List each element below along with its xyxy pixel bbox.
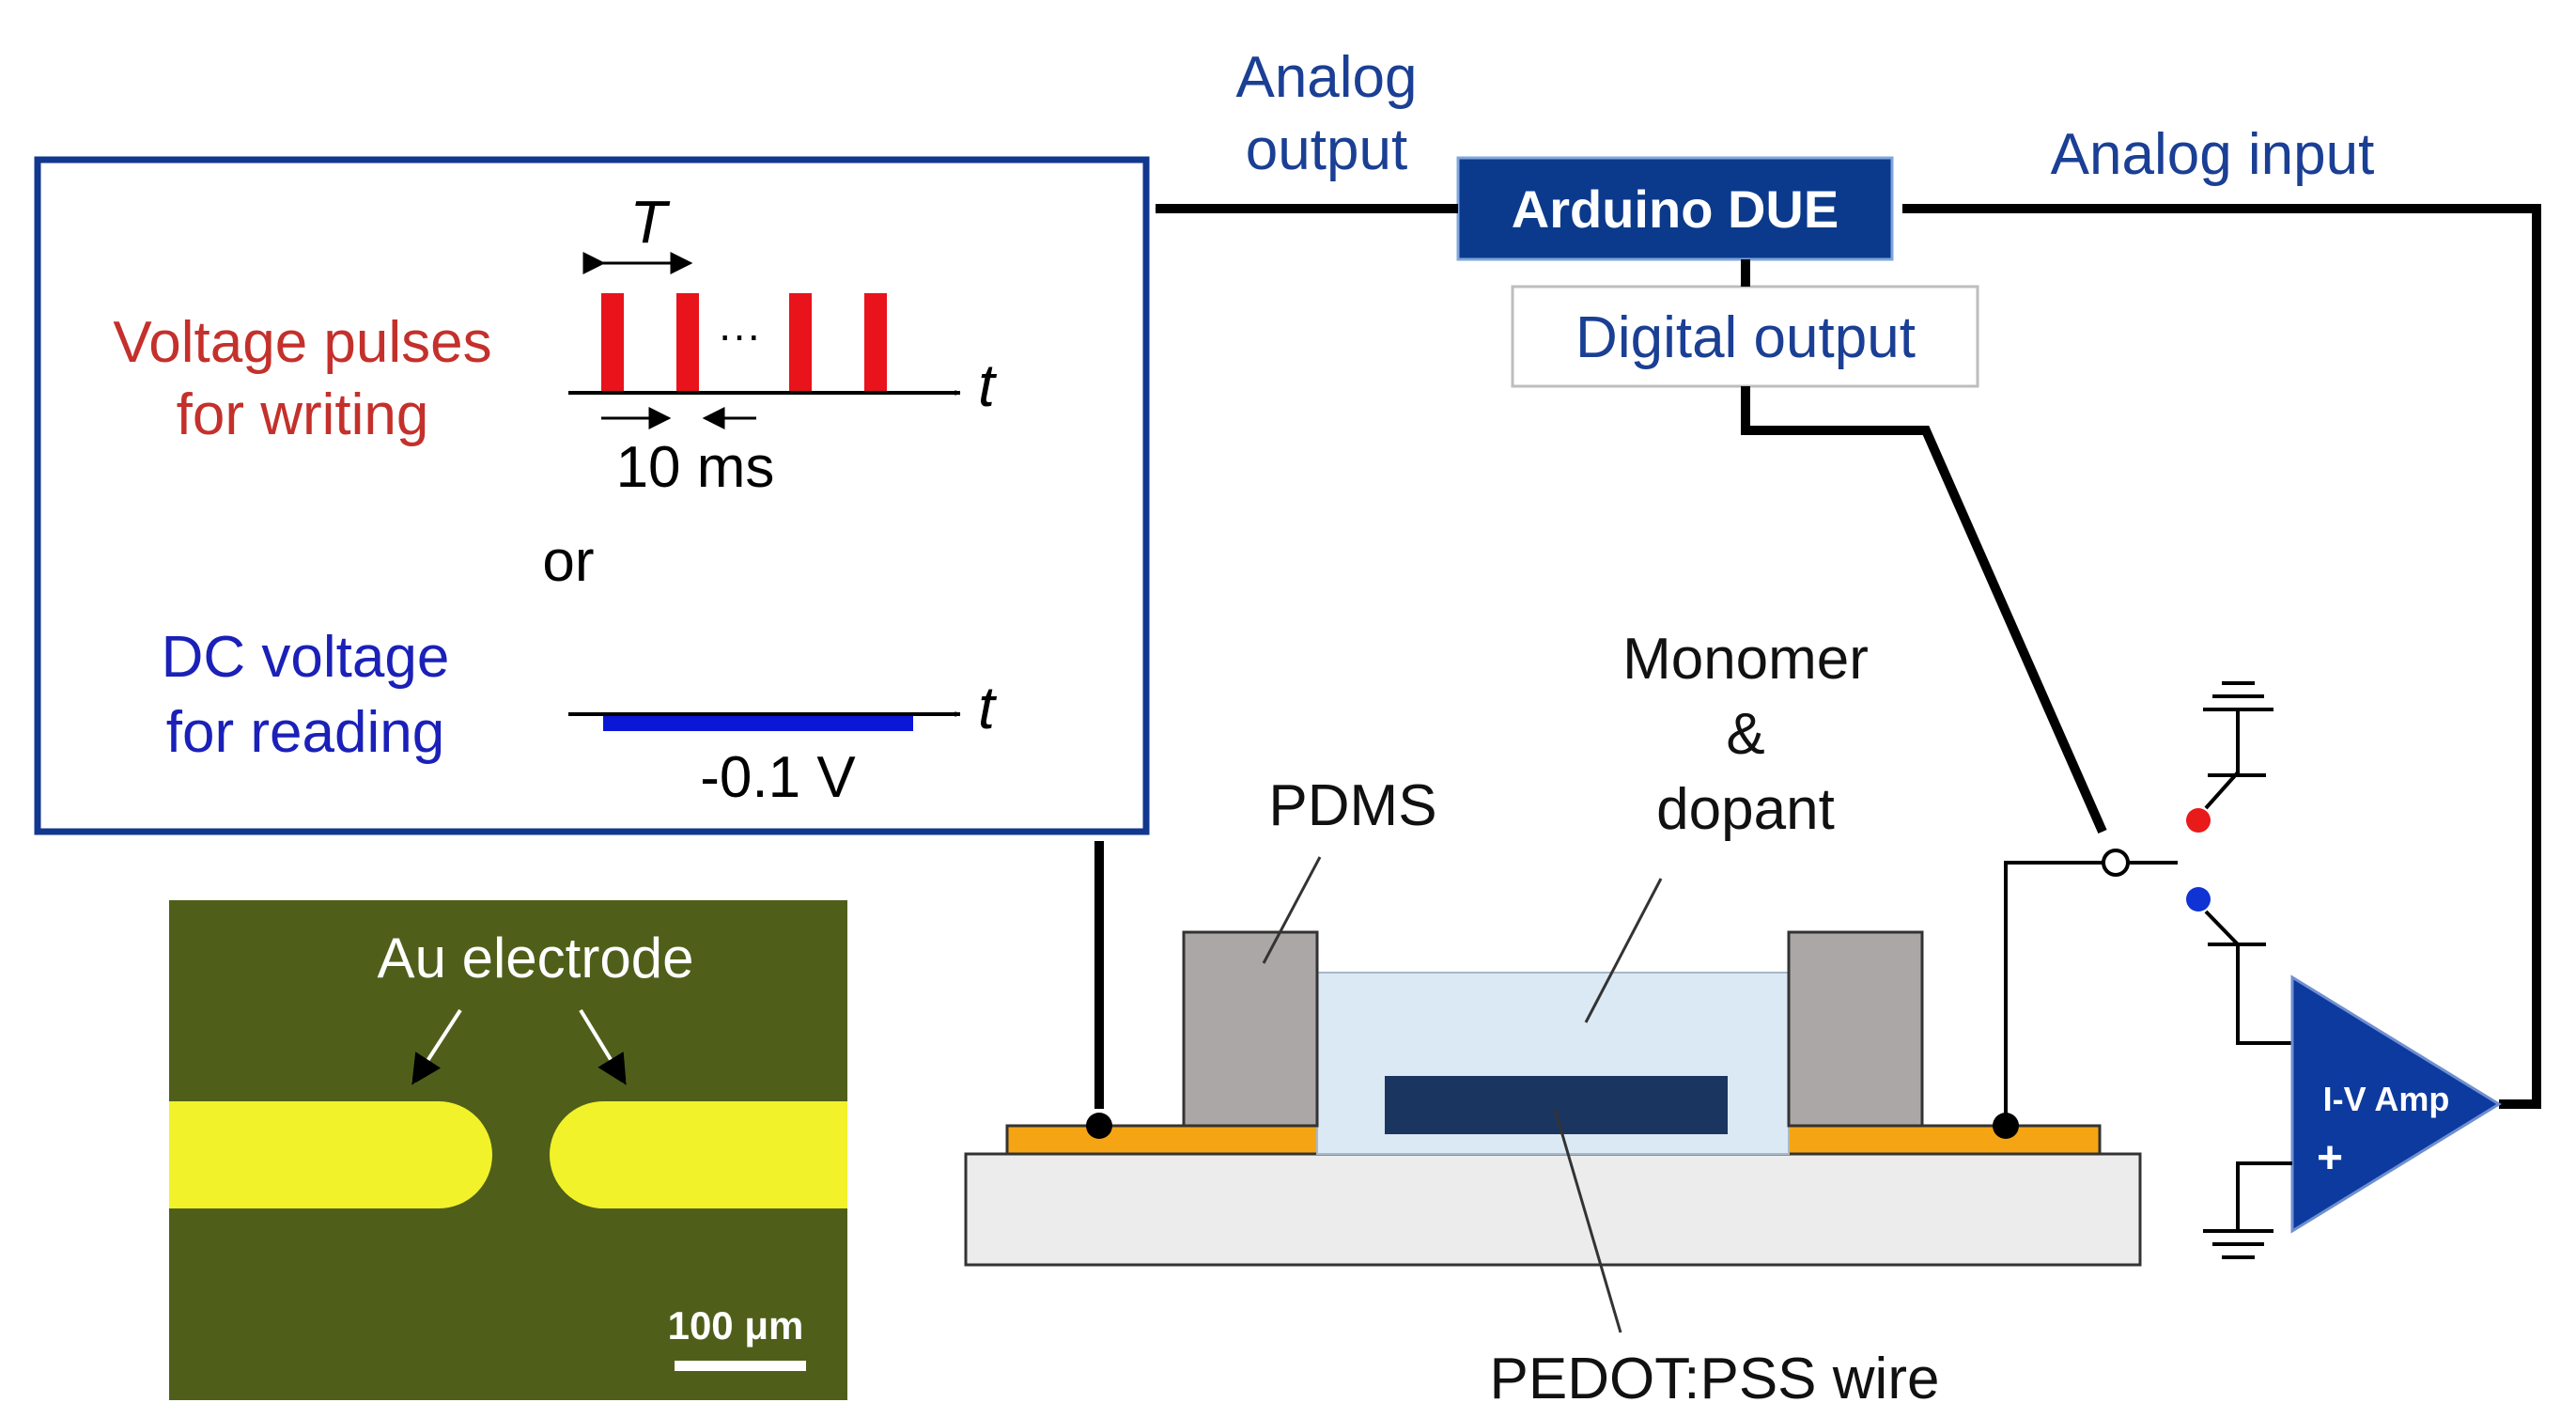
dc-label-line2: for reading [166, 700, 444, 765]
right-pdms-block [1787, 930, 1924, 1128]
digital-output-box [1511, 285, 1979, 388]
analog-input-wire [1901, 204, 2541, 1109]
pulses-label-line1: Voltage pulses [113, 310, 491, 375]
monomer-label-line2: & [1726, 702, 1764, 767]
or-label: or [542, 529, 594, 594]
monomer-label-line1: Monomer [1622, 627, 1869, 692]
voltage-pulse [676, 293, 699, 393]
pulse-time-axis-label: t [978, 351, 997, 419]
switch-pivot [2102, 849, 2130, 877]
analog-input-label: Analog input [2051, 122, 2375, 187]
monomer-label-line3: dopant [1656, 777, 1835, 842]
period-label: T [629, 188, 670, 256]
pdms-pointer [1262, 856, 1322, 964]
electrode-to-switch-wire [2004, 861, 2104, 1126]
dc-voltage-bar [603, 714, 913, 731]
wire-pointer [1553, 1108, 1622, 1333]
voltage-pulse [601, 293, 624, 393]
monomer-pointer [1584, 878, 1663, 1023]
pulses-label-line2: for writing [177, 382, 429, 447]
digital-output-label: Digital output [1575, 305, 1916, 370]
wire-label: PEDOT:PSS wire [1490, 1347, 1940, 1411]
left-contact-node [1086, 1113, 1112, 1139]
dc-label-line1: DC voltage [162, 625, 450, 690]
amp-branch-link [2204, 910, 2240, 946]
waveform-panel: Voltage pulses for writing T ··· t 10 ms… [34, 156, 1150, 835]
arduino-label: Arduino DUE [1512, 179, 1839, 239]
electrode-pointer-right [579, 1008, 627, 1085]
dc-value-label: -0.1 V [700, 745, 856, 810]
substrate [964, 1152, 2142, 1267]
red-terminal [2186, 808, 2211, 833]
micrograph: Au electrode 100 μm [169, 900, 847, 1400]
device-cross-section: PDMS Monomer & dopant PEDOT:PSS wire [964, 627, 2142, 1411]
blue-terminal [2186, 887, 2211, 912]
electrode-pointer-left [411, 1008, 462, 1085]
right-electrode [550, 1101, 847, 1208]
left-electrode [169, 1101, 492, 1208]
dc-time-axis-label: t [978, 674, 997, 741]
amp-ground-wire [2236, 1161, 2292, 1231]
pulse-width-label: 10 ms [616, 435, 775, 500]
pedot-pss-wire [1385, 1076, 1728, 1134]
scale-bar-label: 100 μm [668, 1303, 804, 1348]
voltage-pulse [864, 293, 887, 393]
ground-symbol-top [2203, 681, 2273, 711]
ground-symbol-bottom [2203, 1229, 2273, 1259]
iv-amplifier-plus: + [2317, 1133, 2343, 1183]
amp-inverting-input-wire [2236, 944, 2292, 1045]
analog-output-label-line1: Analog [1235, 45, 1417, 110]
pulse-ellipsis: ··· [718, 310, 761, 359]
scale-bar [675, 1361, 806, 1371]
pdms-label: PDMS [1268, 773, 1436, 838]
analog-output-label-line2: output [1246, 117, 1407, 182]
voltage-pulse [789, 293, 812, 393]
ground-branch-link [2204, 771, 2240, 810]
iv-amplifier [2290, 974, 2502, 1234]
controller-section: Arduino DUE Analog output Analog input D… [1094, 45, 2541, 1110]
iv-amplifier-label: I-V Amp [2323, 1080, 2450, 1118]
left-pdms-block [1182, 930, 1319, 1128]
electrode-label: Au electrode [378, 927, 694, 989]
readout-circuit: I-V Amp + [2004, 681, 2502, 1259]
digital-output-wire [1741, 386, 2107, 834]
